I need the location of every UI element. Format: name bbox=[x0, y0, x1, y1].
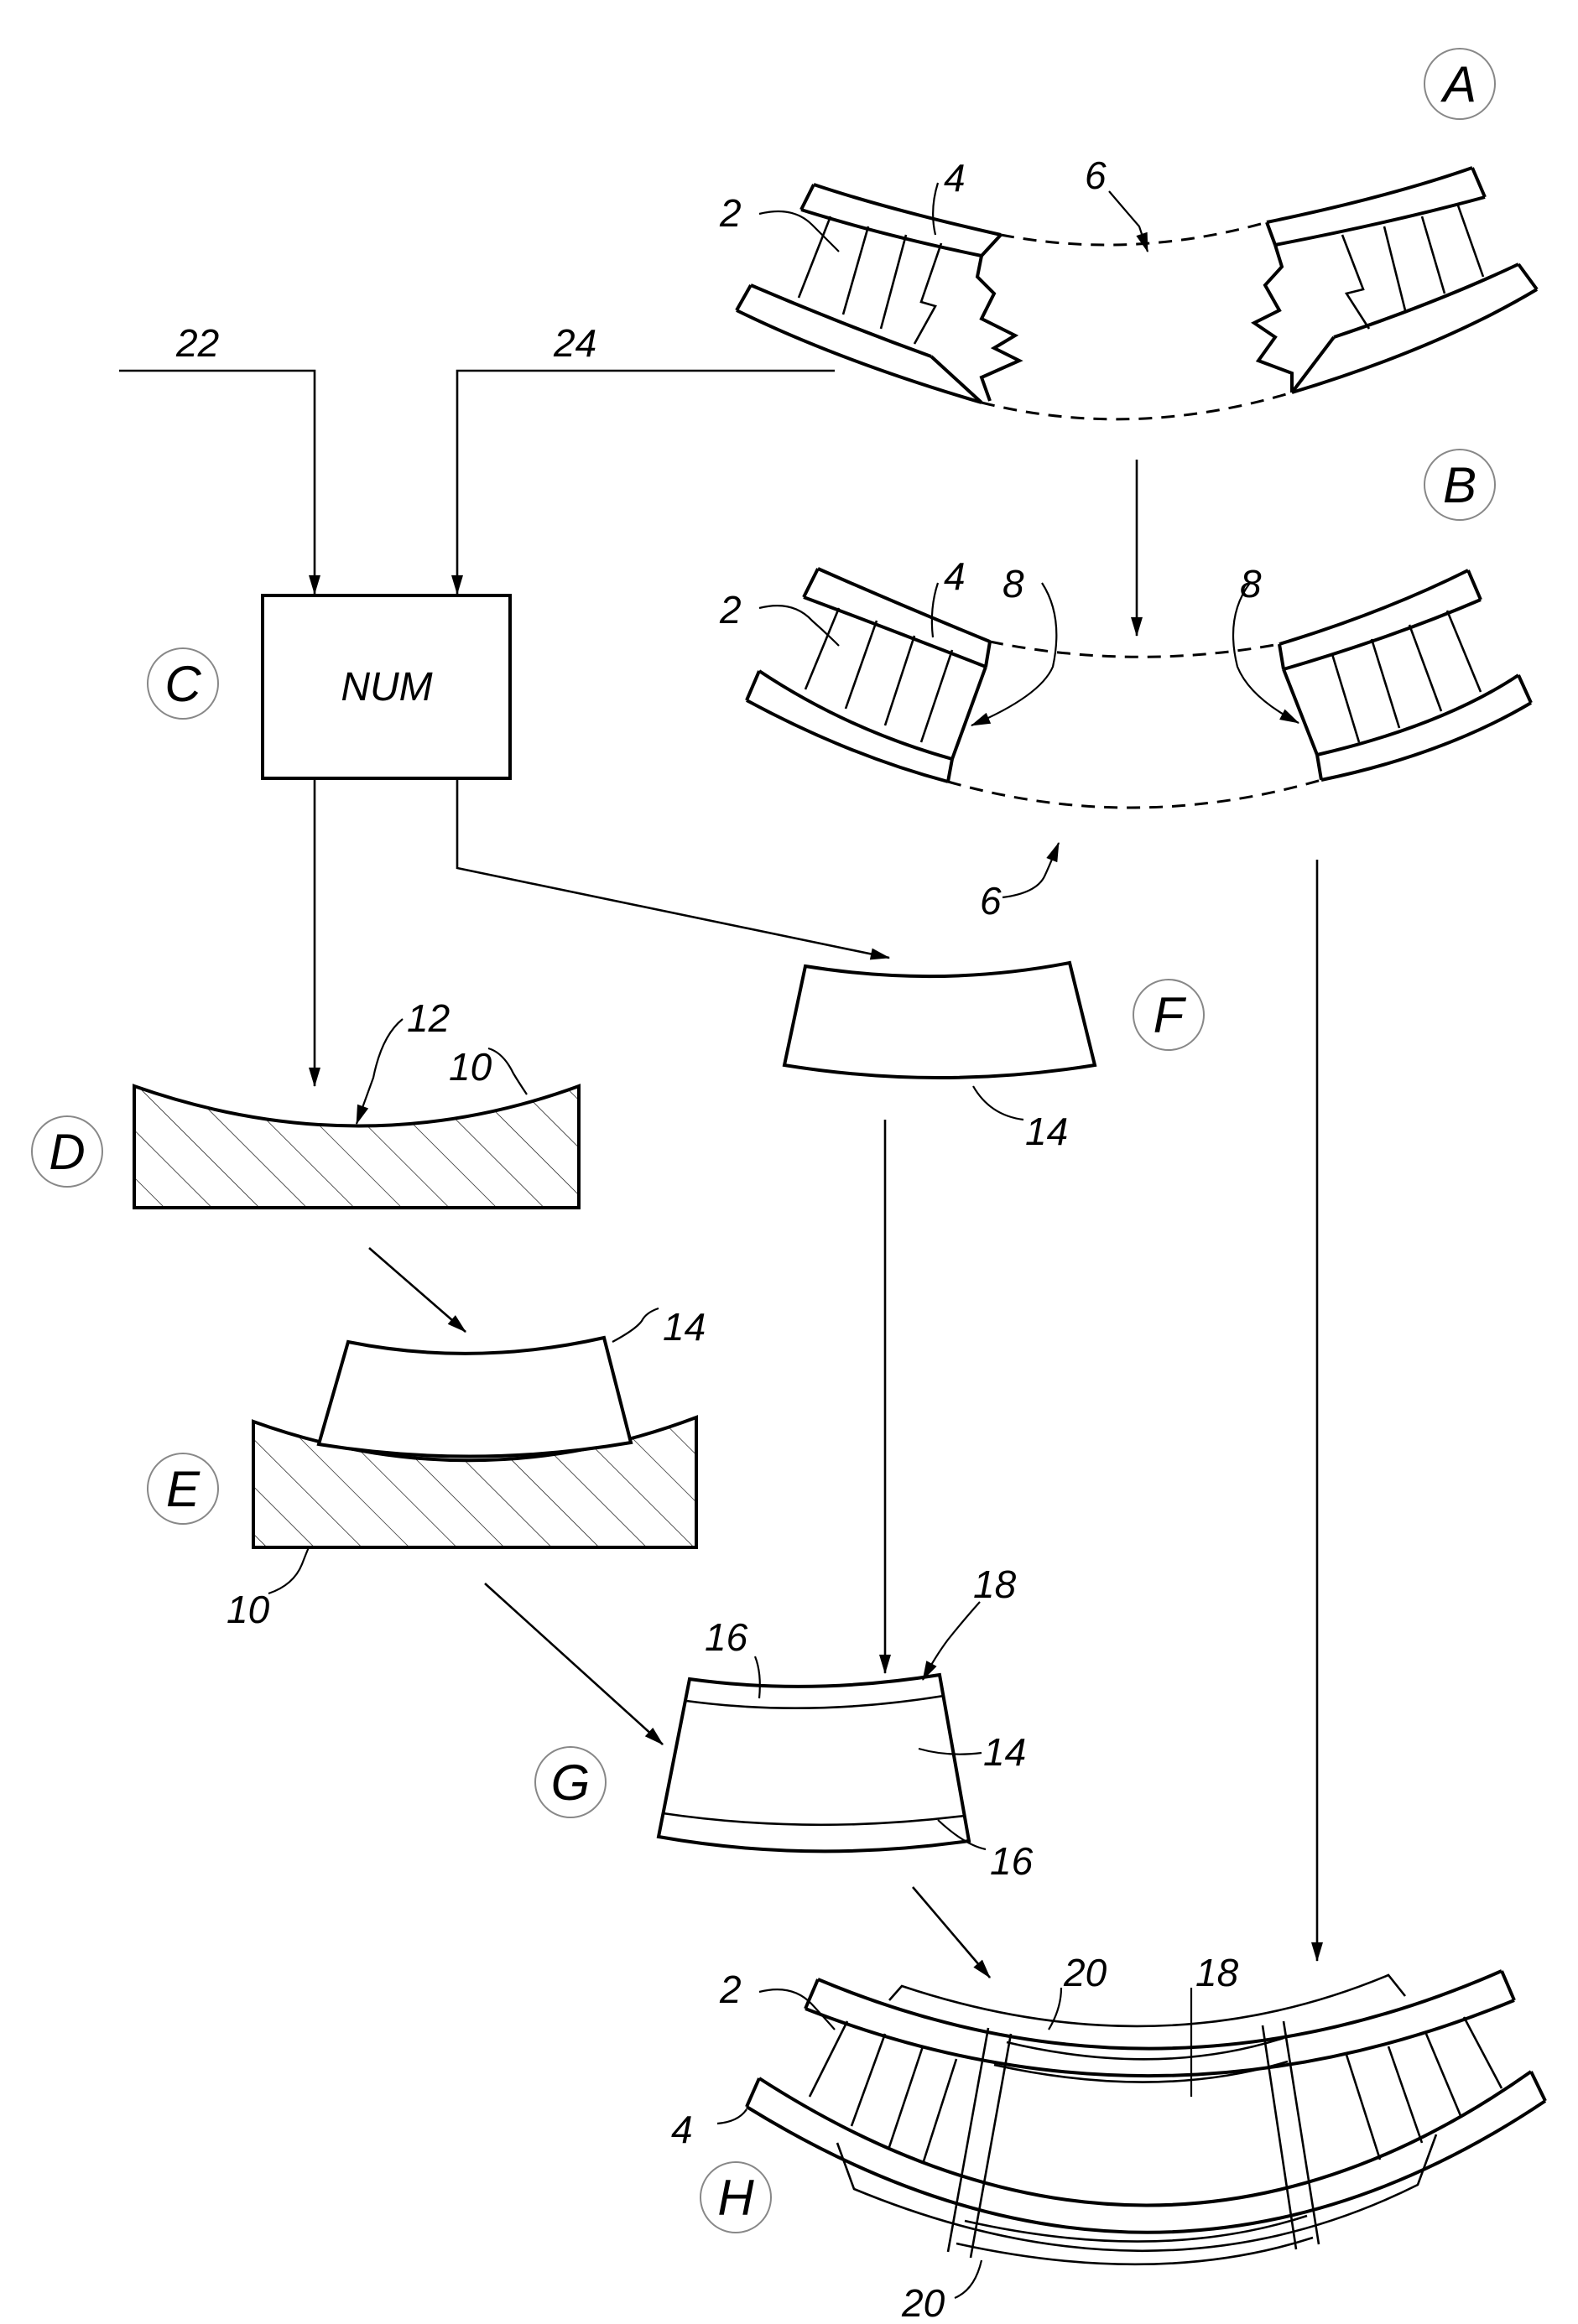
ref-14-f: 14 bbox=[1025, 1110, 1068, 1153]
num-label: NUM bbox=[341, 665, 432, 710]
svg-text:A: A bbox=[1440, 56, 1476, 112]
ref-12: 12 bbox=[407, 996, 450, 1040]
svg-text:F: F bbox=[1154, 987, 1187, 1043]
step-label-c: C bbox=[148, 648, 218, 719]
ref-18-g: 18 bbox=[973, 1562, 1017, 1606]
step-label-h: H bbox=[700, 2162, 771, 2233]
ref-4-h: 4 bbox=[671, 2108, 693, 2151]
leader-lines bbox=[268, 183, 1299, 2298]
input-lines bbox=[119, 371, 835, 594]
ref-2-a: 2 bbox=[719, 191, 742, 235]
ref-14-g: 14 bbox=[983, 1730, 1026, 1774]
ref-4-b: 4 bbox=[944, 554, 966, 598]
step-g-layered-insert bbox=[659, 1675, 969, 1851]
step-f-insert bbox=[784, 963, 1095, 1078]
ref-20-h-top: 20 bbox=[1063, 1951, 1107, 1994]
svg-text:E: E bbox=[166, 1461, 201, 1517]
step-label-e: E bbox=[148, 1453, 218, 1524]
ref-10-d: 10 bbox=[449, 1045, 492, 1089]
step-label-d: D bbox=[32, 1116, 102, 1187]
reference-numerals: 2 4 6 22 24 2 4 8 8 6 12 10 14 14 10 18 … bbox=[175, 153, 1262, 2324]
step-d-mold bbox=[134, 1086, 579, 1208]
ref-24: 24 bbox=[553, 321, 596, 365]
ref-18-h: 18 bbox=[1195, 1951, 1239, 1994]
ref-16-g-top: 16 bbox=[705, 1615, 748, 1659]
ref-10-e: 10 bbox=[227, 1588, 270, 1631]
svg-text:B: B bbox=[1443, 457, 1476, 513]
svg-text:H: H bbox=[717, 2170, 754, 2226]
ref-2-h: 2 bbox=[719, 1968, 742, 2011]
step-a-damaged-part bbox=[737, 168, 1537, 419]
ref-20-h-bottom: 20 bbox=[901, 2281, 945, 2324]
svg-text:C: C bbox=[164, 656, 201, 712]
ref-6-a: 6 bbox=[1085, 153, 1107, 197]
ref-8-b-right: 8 bbox=[1240, 562, 1262, 606]
step-label-f: F bbox=[1133, 980, 1204, 1050]
step-b-prepared-part bbox=[747, 569, 1531, 808]
ref-8-b-left: 8 bbox=[1003, 562, 1024, 606]
ref-4-a: 4 bbox=[944, 156, 966, 200]
step-c-num-box: NUM bbox=[263, 595, 510, 778]
svg-text:D: D bbox=[49, 1124, 85, 1180]
ref-16-g-bottom: 16 bbox=[990, 1839, 1034, 1883]
ref-6-b: 6 bbox=[980, 879, 1002, 923]
step-label-g: G bbox=[535, 1747, 606, 1817]
ref-2-b: 2 bbox=[719, 588, 742, 632]
ref-22: 22 bbox=[175, 321, 219, 365]
step-e-part-in-mold bbox=[253, 1338, 696, 1547]
svg-text:G: G bbox=[551, 1755, 591, 1811]
step-label-b: B bbox=[1424, 450, 1495, 520]
ref-14-e: 14 bbox=[663, 1305, 706, 1349]
step-h-repaired-part bbox=[747, 1971, 1545, 2264]
step-label-a: A bbox=[1424, 49, 1495, 119]
